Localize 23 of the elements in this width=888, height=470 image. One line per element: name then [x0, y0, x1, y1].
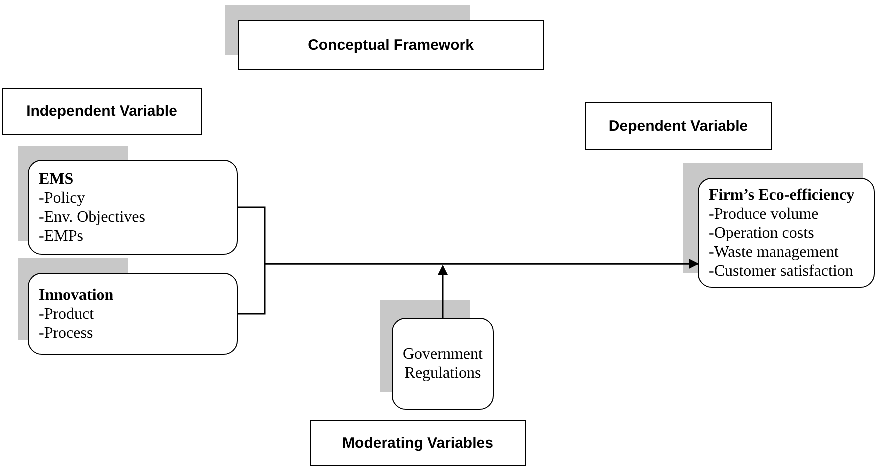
heading-text: Innovation — [39, 286, 114, 304]
list-item: -Waste management — [709, 242, 839, 262]
list-item: -Operation costs — [709, 224, 814, 242]
heading-text: Firm’s Eco-efficiency — [709, 186, 855, 204]
list-item: -Produce volume — [709, 204, 819, 224]
connector-arrow — [438, 265, 448, 318]
rounded-box — [392, 318, 494, 410]
title-box: Conceptual Framework — [238, 20, 544, 70]
connector-arrow — [238, 259, 699, 315]
heading-text: EMS — [39, 170, 74, 188]
list-item: -Policy — [39, 188, 86, 208]
list-item: -Env. Objectives — [39, 208, 146, 226]
variable-label: Independent Variable — [2, 88, 202, 135]
list-item: -Product — [39, 304, 94, 324]
rounded-box — [28, 273, 238, 355]
list-item: -Customer satisfaction — [709, 262, 854, 280]
rounded-box — [698, 178, 875, 288]
variable-label: Moderating Variables — [310, 420, 526, 466]
variable-label: Dependent Variable — [585, 102, 772, 150]
list-item: -Process — [39, 324, 94, 342]
rounded-box — [28, 160, 238, 255]
box-text: Government Regulations — [402, 345, 484, 383]
list-item: -EMPs — [39, 226, 84, 246]
